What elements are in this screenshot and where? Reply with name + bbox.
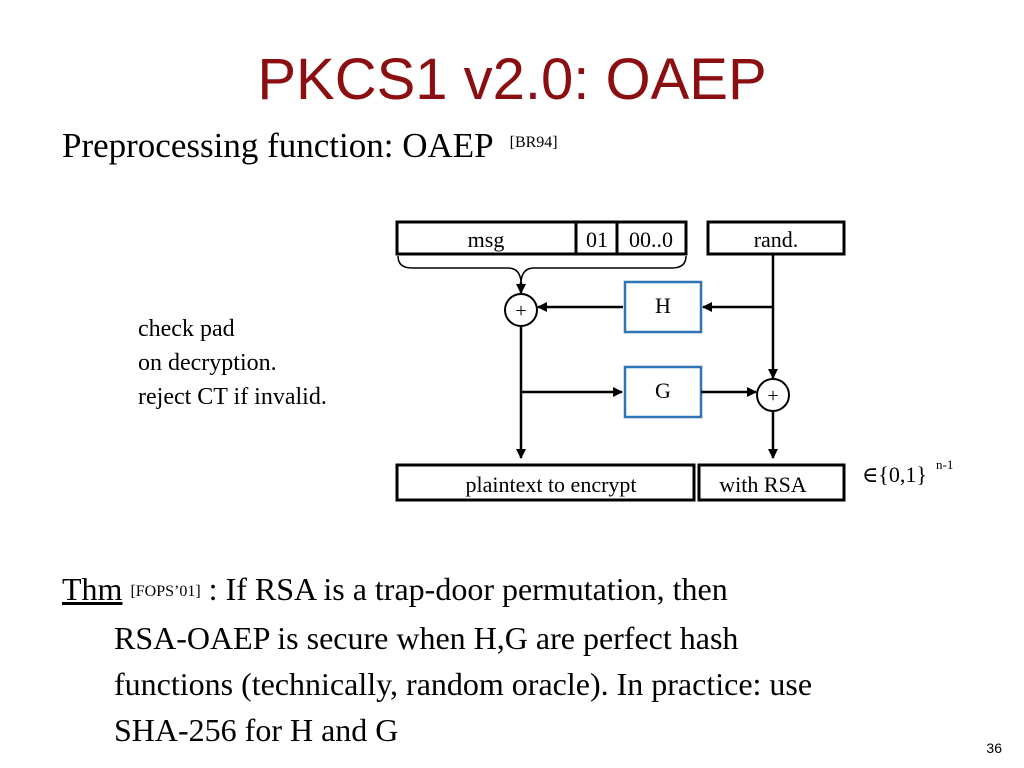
theorem-line-2: RSA-OAEP is secure when H,G are perfect … xyxy=(114,620,739,656)
theorem-line-1: : If RSA is a trap-door permutation, the… xyxy=(200,571,728,607)
g-box xyxy=(623,365,703,419)
message-block xyxy=(395,220,688,256)
brace xyxy=(397,255,687,283)
rand-box xyxy=(706,220,846,256)
plaintext-box xyxy=(395,463,696,502)
subtitle: Preprocessing function: OAEP [BR94] xyxy=(62,126,558,166)
note-line-3: reject CT if invalid. xyxy=(138,384,327,410)
note-line-1: check pad xyxy=(138,316,235,342)
subtitle-text: Preprocessing function: OAEP xyxy=(62,126,494,165)
h-box xyxy=(623,280,703,334)
range-label: ∈{0,1} xyxy=(862,462,927,487)
xor-right-symbol: + xyxy=(767,385,778,407)
decryption-note: check pad on decryption. reject CT if in… xyxy=(138,312,327,414)
diagram-arrows xyxy=(516,254,778,459)
subtitle-citation: [BR94] xyxy=(509,134,558,151)
page-number: 36 xyxy=(986,740,1002,756)
plaintext-label: plaintext to encrypt xyxy=(465,472,636,497)
note-line-2: on decryption. xyxy=(138,350,277,376)
theorem-line-3: functions (technically, random oracle). … xyxy=(114,666,813,702)
theorem-label: Thm xyxy=(62,571,123,607)
page-title: PKCS1 v2.0: OAEP xyxy=(257,47,767,112)
theorem-citation: [FOPS’01] xyxy=(130,583,201,600)
theorem: Thm [FOPS’01] : If RSA is a trap-door pe… xyxy=(62,566,1012,753)
xor-left-symbol: + xyxy=(515,300,526,322)
g-label: G xyxy=(655,378,671,403)
with-rsa-box xyxy=(697,463,846,502)
msg-label: msg xyxy=(468,227,505,252)
with-rsa-label: with RSA xyxy=(719,472,807,497)
pad-01-label: 01 xyxy=(586,227,608,252)
theorem-line-4: SHA-256 for H and G xyxy=(114,712,399,748)
pad-zeros-label: 00..0 xyxy=(629,227,673,252)
h-label: H xyxy=(655,293,671,318)
rand-label: rand. xyxy=(754,227,799,252)
range-exponent: n-1 xyxy=(936,457,953,472)
